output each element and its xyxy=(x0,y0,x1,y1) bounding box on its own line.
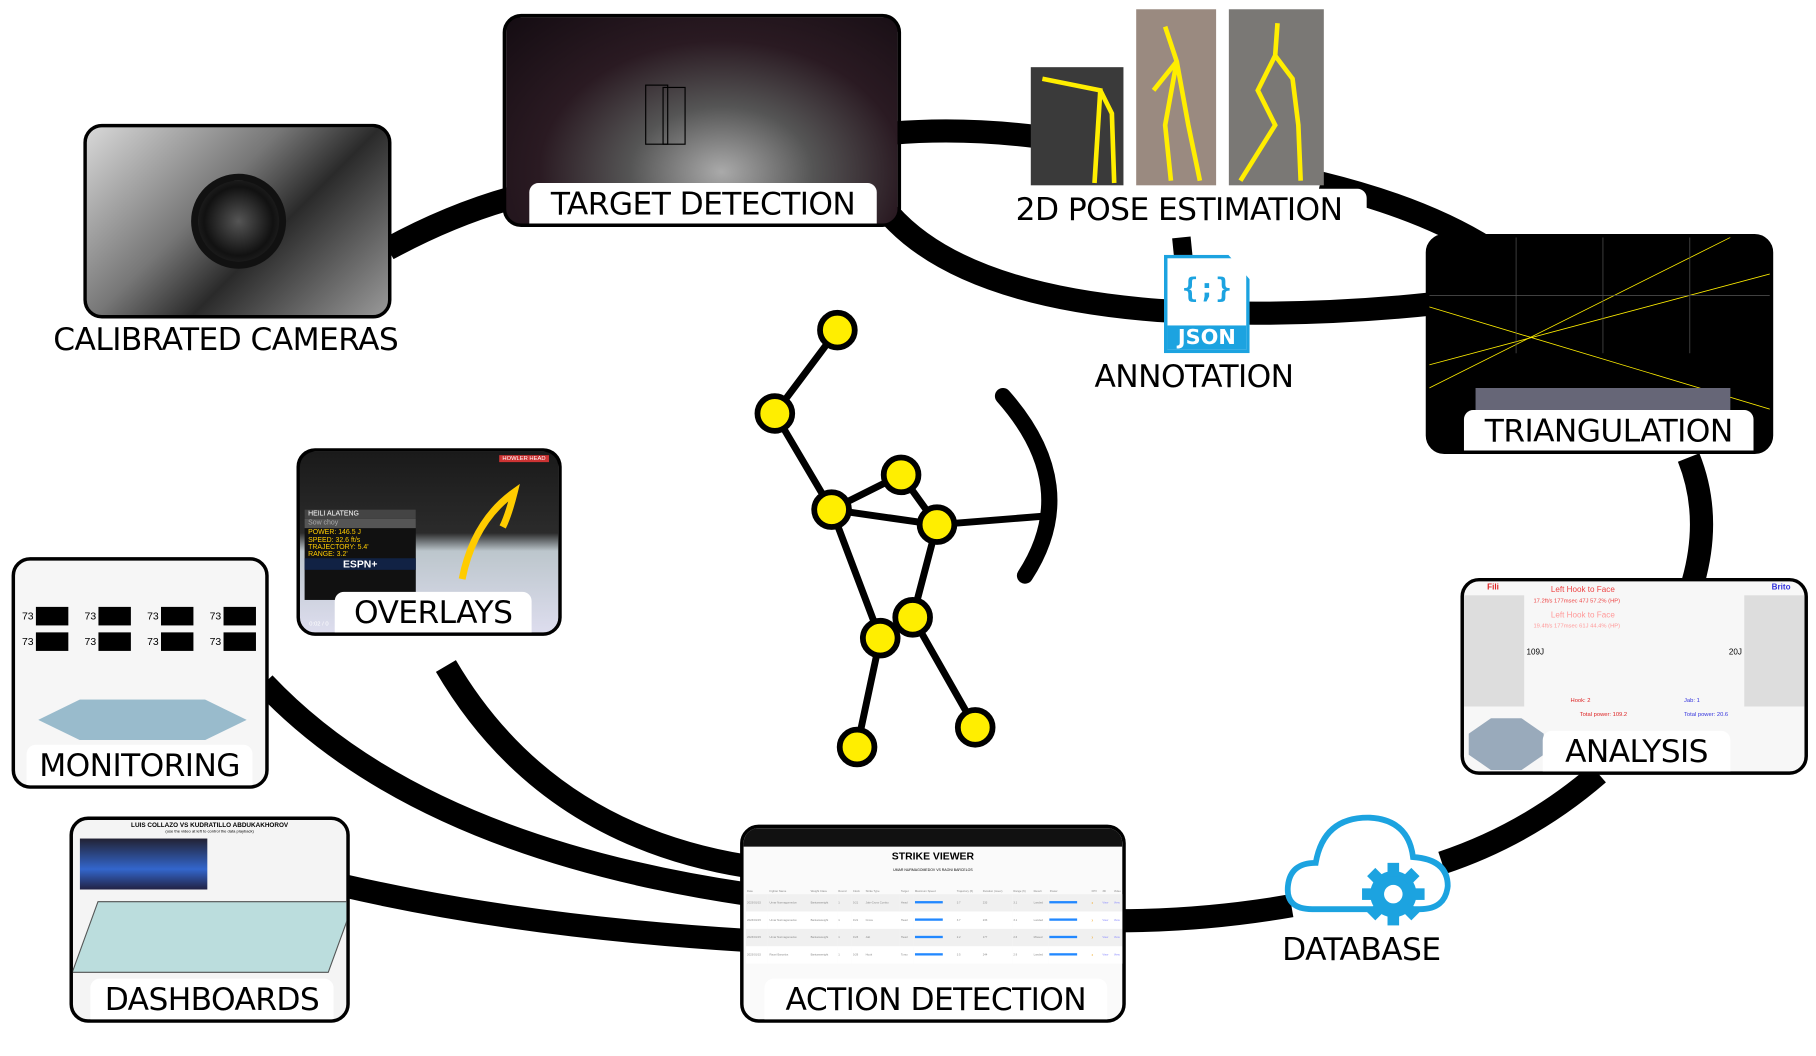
skeleton-arc xyxy=(994,387,1058,584)
skeleton-joint xyxy=(954,707,996,748)
pose-image-1 xyxy=(1030,67,1124,186)
skeleton-joint xyxy=(880,454,922,496)
overlays-image: HOWLER HEAD HEILI ALATENG Sow choy POWER… xyxy=(296,448,562,636)
gear-tooth xyxy=(1387,862,1400,877)
skeleton-joint xyxy=(836,726,878,768)
gear-tooth xyxy=(1387,911,1400,926)
link-database-action xyxy=(1117,894,1294,933)
action-detection-image: STRIKE VIEWER UMAR NURMAGOMEDOV VS RAONI… xyxy=(740,824,1126,1023)
skeleton-joint xyxy=(892,597,933,638)
camera-lens-icon xyxy=(191,173,287,269)
monitor-tile: 73 xyxy=(22,632,80,651)
database-cloud-icon xyxy=(1284,814,1451,926)
monitor-tile: 73 xyxy=(22,606,80,626)
triangulation-label: TRIANGULATION xyxy=(1463,410,1754,451)
dashboards-label: DASHBOARDS xyxy=(90,978,334,1020)
gear-icon xyxy=(1362,862,1425,926)
gear-tooth xyxy=(1367,902,1386,921)
punch-trajectory xyxy=(458,483,520,580)
monitor-tile: 73 xyxy=(210,606,266,626)
skeleton-joint xyxy=(817,309,858,351)
gear-tooth xyxy=(1401,867,1420,886)
bounding-box xyxy=(662,86,686,145)
skeleton-logo xyxy=(770,328,1058,748)
octagon-thumbnail xyxy=(1468,718,1544,771)
bounding-box xyxy=(645,84,669,145)
gear-tooth xyxy=(1410,888,1425,900)
target-detection-label: TARGET DETECTION xyxy=(529,182,877,224)
skeleton-joint xyxy=(811,489,852,530)
analysis-image: Fili Brito Left Hook to Face 17.2ft/s 17… xyxy=(1460,577,1808,775)
fighter-name-left: Fili xyxy=(1487,583,1499,592)
dashboards-image: LUIS COLLAZO VS KUDRATILLO ABDUKAKHOROV … xyxy=(69,816,350,1023)
boxing-ring-3d xyxy=(72,901,347,973)
link-analysis-database xyxy=(1438,764,1606,874)
database-label: DATABASE xyxy=(1282,932,1441,969)
link-cameras-target xyxy=(382,185,519,260)
gear-tooth xyxy=(1362,888,1376,900)
action-detection-label: ACTION DETECTION xyxy=(764,978,1108,1020)
annotation-label: ANNOTATION xyxy=(1094,359,1294,395)
overlays-label: OVERLAYS xyxy=(334,591,532,633)
gear-tooth xyxy=(1401,902,1420,921)
json-file-icon: {;} JSON xyxy=(1163,254,1250,354)
monitor-tile: 73 xyxy=(85,606,143,626)
link-monitoring-action xyxy=(255,675,749,906)
fighter-model-left xyxy=(1463,595,1525,707)
monitor-tile: 73 xyxy=(147,606,205,626)
link-dashboards-action xyxy=(342,874,748,953)
pose-image-2 xyxy=(1136,9,1217,186)
video-player[interactable] xyxy=(79,838,208,890)
target-detection-image: TARGET DETECTION xyxy=(502,13,902,228)
calibrated-cameras-label: CALIBRATED CAMERAS xyxy=(53,321,399,358)
triangulation-image: TRIANGULATION xyxy=(1425,233,1774,455)
strike-viewer-header xyxy=(743,828,1123,847)
skeleton-joint xyxy=(916,504,958,545)
pose-estimation-label: 2D POSE ESTIMATION xyxy=(991,188,1367,233)
pose-image-3 xyxy=(1228,9,1324,186)
monitor-tile: 73 xyxy=(210,632,266,651)
skeleton-joint xyxy=(754,393,796,434)
skeleton-joint xyxy=(859,617,901,659)
monitor-tile: 73 xyxy=(85,632,143,651)
gear-tooth xyxy=(1367,867,1386,886)
fighter-model-right xyxy=(1744,595,1805,707)
analysis-label: ANALYSIS xyxy=(1542,730,1731,772)
monitor-tile: 73 xyxy=(147,632,205,651)
link-triangulation-analysis xyxy=(1677,453,1714,585)
link-overlays-action xyxy=(435,660,749,878)
fighter-name-right: Brito xyxy=(1771,583,1791,592)
link-target-triangulation xyxy=(880,206,1438,325)
stats-card: HEILI ALATENG Sow choy POWER: 146.5 J SP… xyxy=(304,509,416,600)
calibrated-cameras-image xyxy=(83,123,392,319)
link-target-pose xyxy=(890,119,1039,149)
octagon-3d xyxy=(38,699,247,741)
monitoring-label: MONITORING xyxy=(26,744,253,786)
